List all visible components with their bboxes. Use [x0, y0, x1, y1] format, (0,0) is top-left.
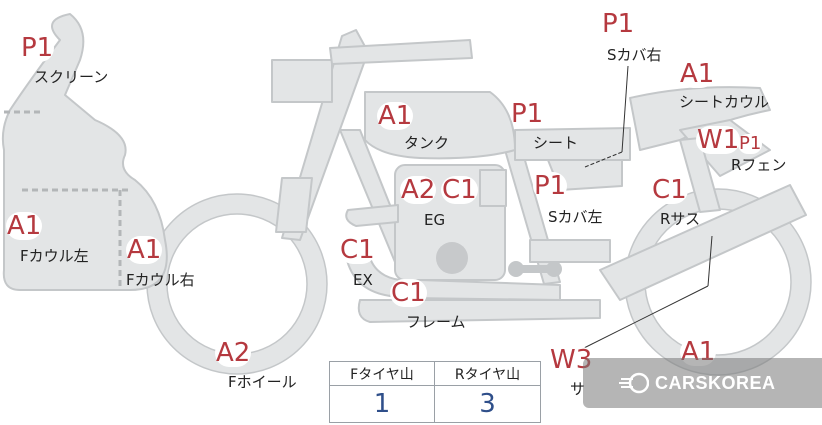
f-cowl-right-code: A1 — [126, 235, 163, 265]
seat-shape — [514, 127, 631, 161]
screen-code: P1 — [20, 33, 55, 63]
carskorea-logo-icon — [619, 372, 649, 394]
seat-cowl-code: A1 — [679, 59, 716, 89]
screen-label: スクリーン — [34, 68, 109, 86]
seat-code: P1 — [510, 99, 545, 129]
exhaust-code: C1 — [339, 235, 376, 265]
swingarm-label: サ — [570, 380, 586, 398]
r-fender-label: Rフェン — [731, 156, 787, 174]
frame-label: フレーム — [406, 313, 466, 331]
f-cowl-left-code: A1 — [6, 211, 43, 241]
tank-label: タンク — [404, 134, 450, 152]
front-tire-tread-value: 1 — [330, 386, 435, 422]
engine-code: A2 — [400, 175, 437, 205]
r-suspension-code: C1 — [651, 175, 688, 205]
tank-code: A1 — [377, 101, 414, 131]
engine-code-2: C1 — [441, 175, 478, 205]
rear-tire-tread-header: Rタイヤ山 — [435, 362, 540, 386]
s-cover-left-code: P1 — [533, 171, 568, 201]
swingarm-shape — [599, 184, 807, 301]
s-cover-left-label: Sカバ左 — [548, 208, 603, 226]
seat-label: シート — [533, 134, 579, 152]
exhaust-shape — [345, 204, 399, 227]
seat-cowl-label: シートカウル — [679, 93, 770, 111]
r-fender-code-2: P1 — [738, 133, 763, 154]
engine-label: EG — [424, 211, 446, 229]
r-fender-code: W1 — [696, 125, 741, 155]
watermark-text: CARSKOREA — [655, 372, 776, 393]
rear-suspension-shape — [679, 137, 721, 213]
rear-tire-tread-value: 3 — [479, 389, 496, 419]
frame-code: C1 — [390, 278, 427, 308]
exhaust-label: EX — [353, 271, 373, 289]
s-cover-right-label: Sカバ右 — [607, 46, 662, 64]
f-cowl-right-label: Fカウル右 — [126, 271, 195, 289]
s-cover-right-code: P1 — [601, 9, 636, 39]
tire-tread-table: Fタイヤ山 Rタイヤ山 1 3 — [329, 361, 541, 423]
carskorea-watermark: CARSKOREA — [583, 358, 822, 408]
f-cowl-left-label: Fカウル左 — [20, 247, 89, 265]
front-cowl-shape — [1, 13, 168, 291]
front-tire-tread-header: Fタイヤ山 — [330, 362, 435, 386]
f-wheel-label: Fホイール — [228, 373, 297, 391]
f-wheel-code: A2 — [215, 338, 252, 368]
r-suspension-label: Rサス — [660, 210, 701, 228]
